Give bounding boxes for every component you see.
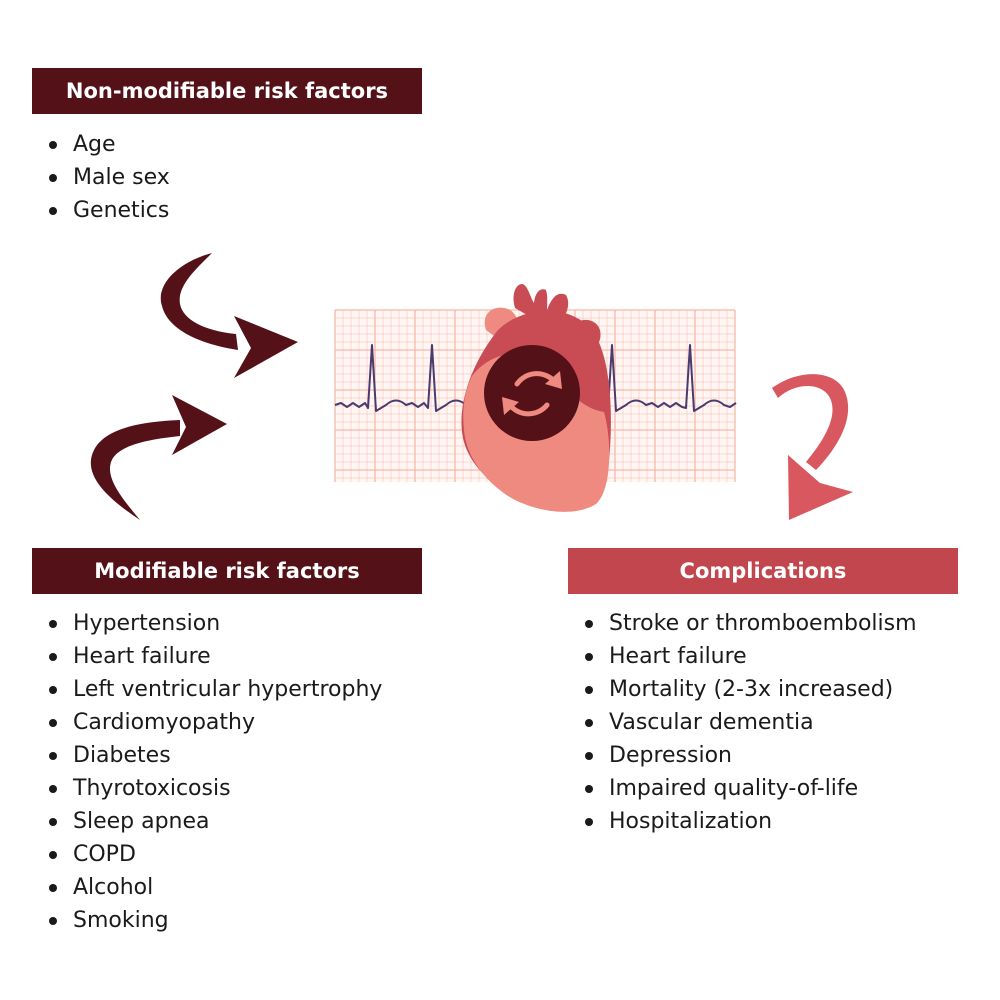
list-item: Alcohol: [32, 871, 382, 904]
list-item: Hospitalization: [568, 805, 917, 838]
list-item: Vascular dementia: [568, 706, 917, 739]
cycle-badge: [484, 345, 580, 441]
list-item: Sleep apnea: [32, 805, 382, 838]
list-item: Smoking: [32, 904, 382, 937]
list-item: Left ventricular hypertrophy: [32, 673, 382, 706]
list-item: Age: [32, 128, 170, 161]
list-item: Male sex: [32, 161, 170, 194]
list-item: Heart failure: [32, 640, 382, 673]
cycle-icon: [502, 371, 562, 417]
list-item: Cardiomyopathy: [32, 706, 382, 739]
complications-list: Stroke or thromboembolism Heart failure …: [568, 607, 917, 838]
list-item: COPD: [32, 838, 382, 871]
non-modifiable-header: Non-modifiable risk factors: [32, 68, 422, 114]
curved-arrow-in-top: [160, 253, 298, 378]
non-modifiable-title: Non-modifiable risk factors: [65, 79, 389, 103]
non-modifiable-list: Age Male sex Genetics: [32, 128, 170, 227]
complications-title: Complications: [679, 559, 847, 583]
curved-arrow-out: [772, 374, 853, 520]
list-item: Thyrotoxicosis: [32, 772, 382, 805]
list-item: Depression: [568, 739, 917, 772]
list-item: Impaired quality-of-life: [568, 772, 917, 805]
list-item: Hypertension: [32, 607, 382, 640]
modifiable-list: Hypertension Heart failure Left ventricu…: [32, 607, 382, 937]
list-item: Heart failure: [568, 640, 917, 673]
list-item: Diabetes: [32, 739, 382, 772]
complications-header: Complications: [568, 548, 958, 594]
heart-icon: [461, 284, 611, 512]
modifiable-title: Modifiable risk factors: [94, 559, 360, 583]
list-item: Mortality (2-3x increased): [568, 673, 917, 706]
list-item: Genetics: [32, 194, 170, 227]
list-item: Stroke or thromboembolism: [568, 607, 917, 640]
modifiable-header: Modifiable risk factors: [32, 548, 422, 594]
curved-arrow-in-bottom: [90, 395, 227, 520]
